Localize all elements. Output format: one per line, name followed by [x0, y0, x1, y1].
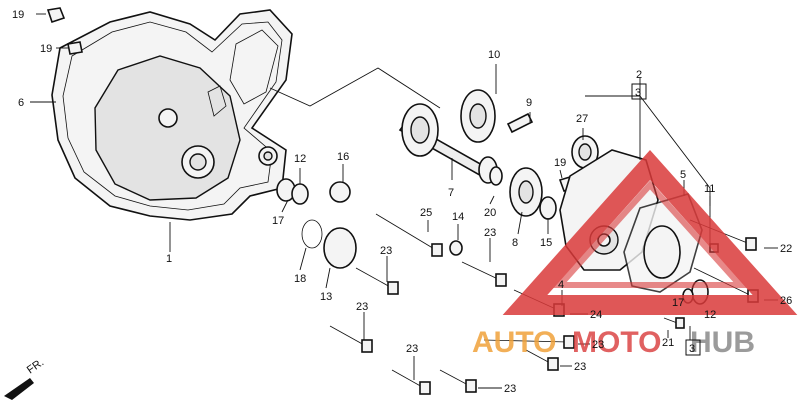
- callout-19c: 19: [554, 157, 566, 169]
- callout-22: 22: [780, 243, 792, 255]
- callout-8: 8: [512, 237, 518, 249]
- callout-5: 5: [680, 169, 686, 181]
- callout-10: 10: [488, 49, 500, 61]
- callout-20: 20: [484, 207, 496, 219]
- callout-27: 27: [576, 113, 588, 125]
- callout-6: 6: [18, 97, 24, 109]
- seals-caps: [276, 178, 463, 269]
- callout-4: 4: [558, 279, 564, 291]
- callout-23f: 23: [406, 343, 418, 355]
- dowel-pins: [46, 7, 83, 55]
- callout-25: 25: [420, 207, 432, 219]
- callout-17a: 17: [272, 215, 284, 227]
- callout-12b: 12: [704, 309, 716, 321]
- callout-24: 24: [590, 309, 602, 321]
- front-direction-arrow: FR.: [4, 356, 46, 400]
- callout-19a: 19: [12, 9, 24, 21]
- callout-13: 13: [320, 291, 332, 303]
- watermark-text-auto: AUTO: [472, 326, 556, 359]
- callout-3b: 3: [689, 343, 695, 355]
- callout-26: 26: [780, 295, 792, 307]
- callout-3a: 3: [635, 87, 641, 99]
- callout-23e: 23: [574, 361, 586, 373]
- callout-18: 18: [294, 273, 306, 285]
- callout-16: 16: [337, 151, 349, 163]
- callout-17b: 17: [672, 297, 684, 309]
- watermark-text-moto: MOTO: [572, 326, 661, 359]
- callout-23c: 23: [356, 301, 368, 313]
- gear-shaft: [398, 89, 557, 220]
- callout-2: 2: [636, 69, 642, 81]
- crankcase-cover: [51, 9, 293, 221]
- callout-19b: 19: [40, 43, 52, 55]
- callout-15: 15: [540, 237, 552, 249]
- callout-23b: 23: [380, 245, 392, 257]
- callout-9: 9: [526, 97, 532, 109]
- callout-14: 14: [452, 211, 464, 223]
- watermark-logo: [502, 149, 798, 315]
- callout-7: 7: [448, 187, 454, 199]
- callout-21: 21: [662, 337, 674, 349]
- callout-11: 11: [704, 183, 715, 195]
- watermark-text-hub: HUB: [690, 326, 755, 359]
- callout-23a: 23: [484, 227, 496, 239]
- callout-23d: 23: [592, 339, 604, 351]
- callout-3b-box: [685, 339, 701, 356]
- callout-1: 1: [166, 253, 172, 265]
- callout-12a: 12: [294, 153, 306, 165]
- callout-23g: 23: [504, 383, 516, 395]
- callout-labels: 19 19 6 1 10 9 2 3 27 12 16 19 7 5 11 17…: [12, 9, 792, 395]
- callout-3a-box: [631, 83, 647, 100]
- front-marker-label: FR.: [25, 356, 46, 376]
